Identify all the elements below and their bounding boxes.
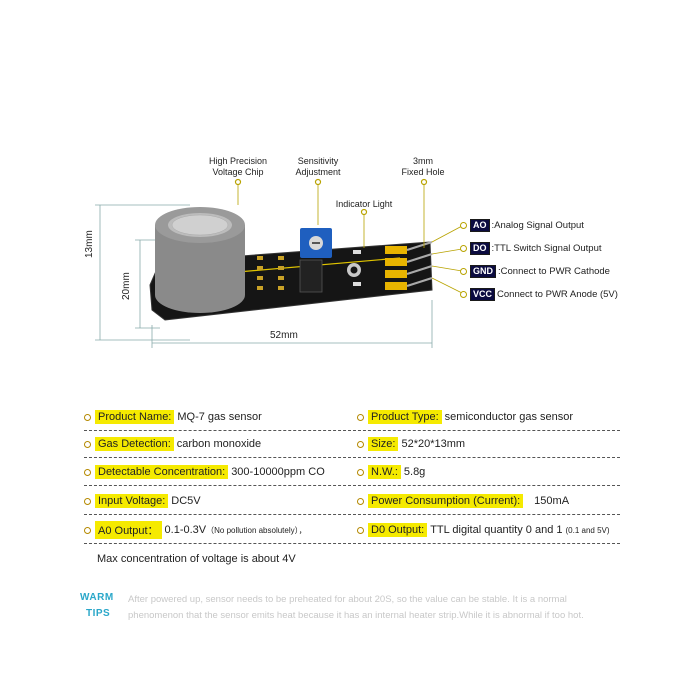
spec-product-name: Product Name: MQ-7 gas sensor (84, 407, 262, 427)
callout-indicator: Indicator Light (335, 199, 393, 209)
pin-code: DO (470, 242, 490, 255)
spec-label: Product Type: (368, 410, 442, 424)
pin-dot-icon (460, 245, 467, 252)
pin-gnd: GND:Connect to PWR Cathode (460, 265, 610, 278)
pin-code: AO (470, 219, 490, 232)
pin-do: DO:TTL Switch Signal Output (460, 242, 602, 255)
spec-value: 150mA (534, 495, 570, 507)
bullet-icon (84, 468, 91, 476)
spec-product-type: Product Type: semiconductor gas sensor (357, 407, 573, 427)
callout-fixed-hole: 3mm Fixed Hole (401, 156, 445, 177)
bullet-icon (84, 497, 91, 505)
callout-sensitivity: Sensitivity Adjustment (295, 156, 341, 177)
spec-label: N.W.: (368, 465, 401, 479)
pin-desc: Connect to PWR Anode (5V) (497, 289, 618, 300)
dimension-height-outer: 13mm (84, 230, 95, 258)
pin-desc: Analog Signal Output (494, 220, 584, 231)
spec-value: MQ-7 gas sensor (177, 411, 262, 423)
divider (84, 543, 620, 544)
spec-label: Size: (368, 437, 399, 451)
spec-value: semiconductor gas sensor (444, 411, 574, 423)
spec-note: （No pollution absolutely）， (206, 525, 307, 535)
pin-dot-icon (460, 222, 467, 229)
spec-value: TTL digital quantity 0 and 1 (430, 524, 563, 536)
sensor-diagram (95, 178, 463, 348)
bullet-icon (357, 413, 364, 421)
spec-note: Max concentration of voltage is about 4V (97, 553, 296, 565)
spec-gas-detection: Gas Detection: carbon monoxide (84, 434, 261, 454)
spec-label: Power Consumption (Current): (368, 494, 524, 508)
pin-dot-icon (460, 291, 467, 298)
bullet-icon (357, 468, 364, 476)
pin-dot-icon (460, 268, 467, 275)
spec-value: 5.8g (403, 466, 426, 478)
divider (84, 514, 620, 515)
tips-title: TIPS (86, 608, 111, 619)
spec-value: 52*20*13mm (401, 438, 466, 450)
spec-note: (0.1 and 5V) (565, 525, 610, 535)
spec-value: 0.1-0.3V (164, 524, 207, 536)
tips-text: After powered up, sensor needs to be pre… (128, 594, 567, 605)
spec-label: Gas Detection: (95, 437, 174, 451)
pin-code: GND (470, 265, 496, 278)
dimension-height-inner: 20mm (121, 272, 132, 300)
spec-value: DC5V (171, 495, 201, 507)
spec-a0-output: A0 Output： 0.1-0.3V （No pollution absolu… (84, 520, 307, 540)
spec-label: Product Name: (95, 410, 175, 424)
spec-d0-output: D0 Output: TTL digital quantity 0 and 1 … (357, 520, 610, 540)
spec-label: Detectable Concentration: (95, 465, 229, 479)
spec-weight: N.W.: 5.8g (357, 462, 425, 482)
bullet-icon (84, 413, 91, 421)
dimension-width: 52mm (270, 330, 298, 341)
pin-code: VCC (470, 288, 496, 301)
divider (84, 430, 620, 431)
spec-label: D0 Output: (368, 523, 428, 537)
pin-desc: TTL Switch Signal Output (494, 243, 602, 254)
bullet-icon (357, 497, 364, 505)
bullet-icon (357, 526, 364, 534)
spec-input-voltage: Input Voltage: DC5V (84, 491, 201, 511)
pin-ao: AO:Analog Signal Output (460, 219, 584, 232)
pin-desc: Connect to PWR Cathode (500, 266, 610, 277)
spec-power: Power Consumption (Current): 150mA (357, 491, 569, 511)
spec-value: carbon monoxide (176, 438, 262, 450)
bullet-icon (84, 440, 91, 448)
spec-value: 300-10000ppm CO (231, 466, 325, 478)
spec-label: Input Voltage: (95, 494, 169, 508)
spec-size: Size: 52*20*13mm (357, 434, 465, 454)
spec-concentration: Detectable Concentration: 300-10000ppm C… (84, 462, 325, 482)
tips-text: phenomenon that the sensor emits heat be… (128, 610, 584, 621)
divider (84, 457, 620, 458)
callout-voltage-chip: High Precision Voltage Chip (208, 156, 268, 177)
spec-label: A0 Output： (95, 521, 162, 539)
bullet-icon (84, 526, 91, 534)
tips-title: WARM (80, 592, 114, 603)
divider (84, 485, 620, 486)
spec-max-note: Max concentration of voltage is about 4V (97, 549, 296, 569)
bullet-icon (357, 440, 364, 448)
